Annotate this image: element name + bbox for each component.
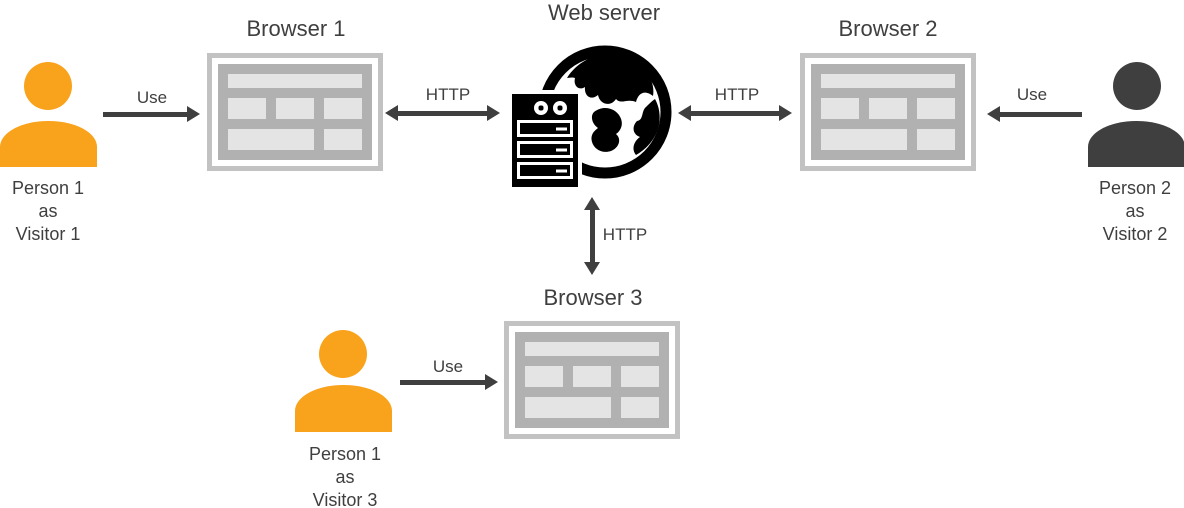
use2-label: Use	[1016, 85, 1048, 104]
bay-dash	[556, 127, 567, 130]
browser-content-bar	[525, 342, 659, 356]
browser-content-bar	[821, 74, 955, 88]
browser-content-block	[917, 98, 955, 119]
server-bay	[517, 120, 573, 137]
browser-content-block	[869, 98, 907, 119]
http1-label: HTTP	[425, 85, 471, 104]
browser-content-block	[525, 366, 563, 387]
bay-dash	[556, 169, 567, 172]
caption-line: Person 1	[308, 444, 382, 464]
caption-line: as	[1125, 201, 1145, 221]
server-leds	[527, 101, 573, 115]
caption-line: as	[335, 467, 355, 487]
led-icon	[533, 101, 548, 115]
browser-window-icon	[218, 64, 372, 160]
http3-arrow	[584, 197, 600, 275]
http2-label: HTTP	[714, 85, 760, 104]
browser2-title: Browser 2	[838, 16, 938, 41]
server-tower-icon	[508, 90, 582, 191]
http2-arrow	[678, 105, 792, 121]
browser3-node	[504, 321, 680, 439]
browser-content-block	[324, 129, 362, 150]
caption-line: Visitor 3	[312, 490, 378, 508]
person-icon	[1088, 121, 1184, 167]
browser-content-block	[917, 129, 955, 150]
browser-content-block	[228, 129, 314, 150]
browser-content-block	[821, 98, 859, 119]
browser-content-block	[573, 366, 611, 387]
person-icon	[24, 62, 72, 110]
browser1-node	[207, 53, 383, 171]
person-icon	[295, 385, 392, 432]
server-bay	[517, 162, 573, 179]
web-server-title: Web server	[547, 0, 661, 25]
browser-content-block	[525, 397, 611, 418]
use2-arrow	[987, 106, 1082, 122]
http3-label: HTTP	[602, 225, 648, 244]
browser-content-bar	[228, 74, 362, 88]
browser-window-icon	[515, 332, 669, 428]
http1-arrow	[385, 105, 500, 121]
caption-line: as	[38, 201, 58, 221]
person-icon	[0, 121, 97, 167]
browser-content-block	[228, 98, 266, 119]
use3-arrow	[400, 374, 498, 390]
person1-caption: Person 1 as Visitor 1	[12, 177, 84, 246]
browser-content-block	[276, 98, 314, 119]
browser-content-block	[821, 129, 907, 150]
caption-line: Person 2	[1098, 178, 1172, 198]
caption-line: Visitor 1	[15, 224, 81, 244]
bay-dash	[556, 148, 567, 151]
person3-caption: Person 1 as Visitor 3	[309, 443, 381, 508]
use3-label: Use	[432, 357, 464, 376]
server-bay	[517, 141, 573, 158]
browser-content-block	[324, 98, 362, 119]
browser-content-block	[621, 397, 659, 418]
led-icon	[552, 101, 567, 115]
caption-line: Visitor 2	[1102, 224, 1168, 244]
browser2-node	[800, 53, 976, 171]
use1-arrow	[103, 106, 200, 122]
caption-line: Person 1	[11, 178, 85, 198]
browser1-title: Browser 1	[246, 16, 346, 41]
person-icon	[1113, 62, 1161, 110]
use1-label: Use	[136, 88, 168, 107]
person2-caption: Person 2 as Visitor 2	[1099, 177, 1171, 246]
browser-window-icon	[811, 64, 965, 160]
browser3-title: Browser 3	[543, 285, 643, 310]
person-icon	[319, 330, 367, 378]
browser-content-block	[621, 366, 659, 387]
